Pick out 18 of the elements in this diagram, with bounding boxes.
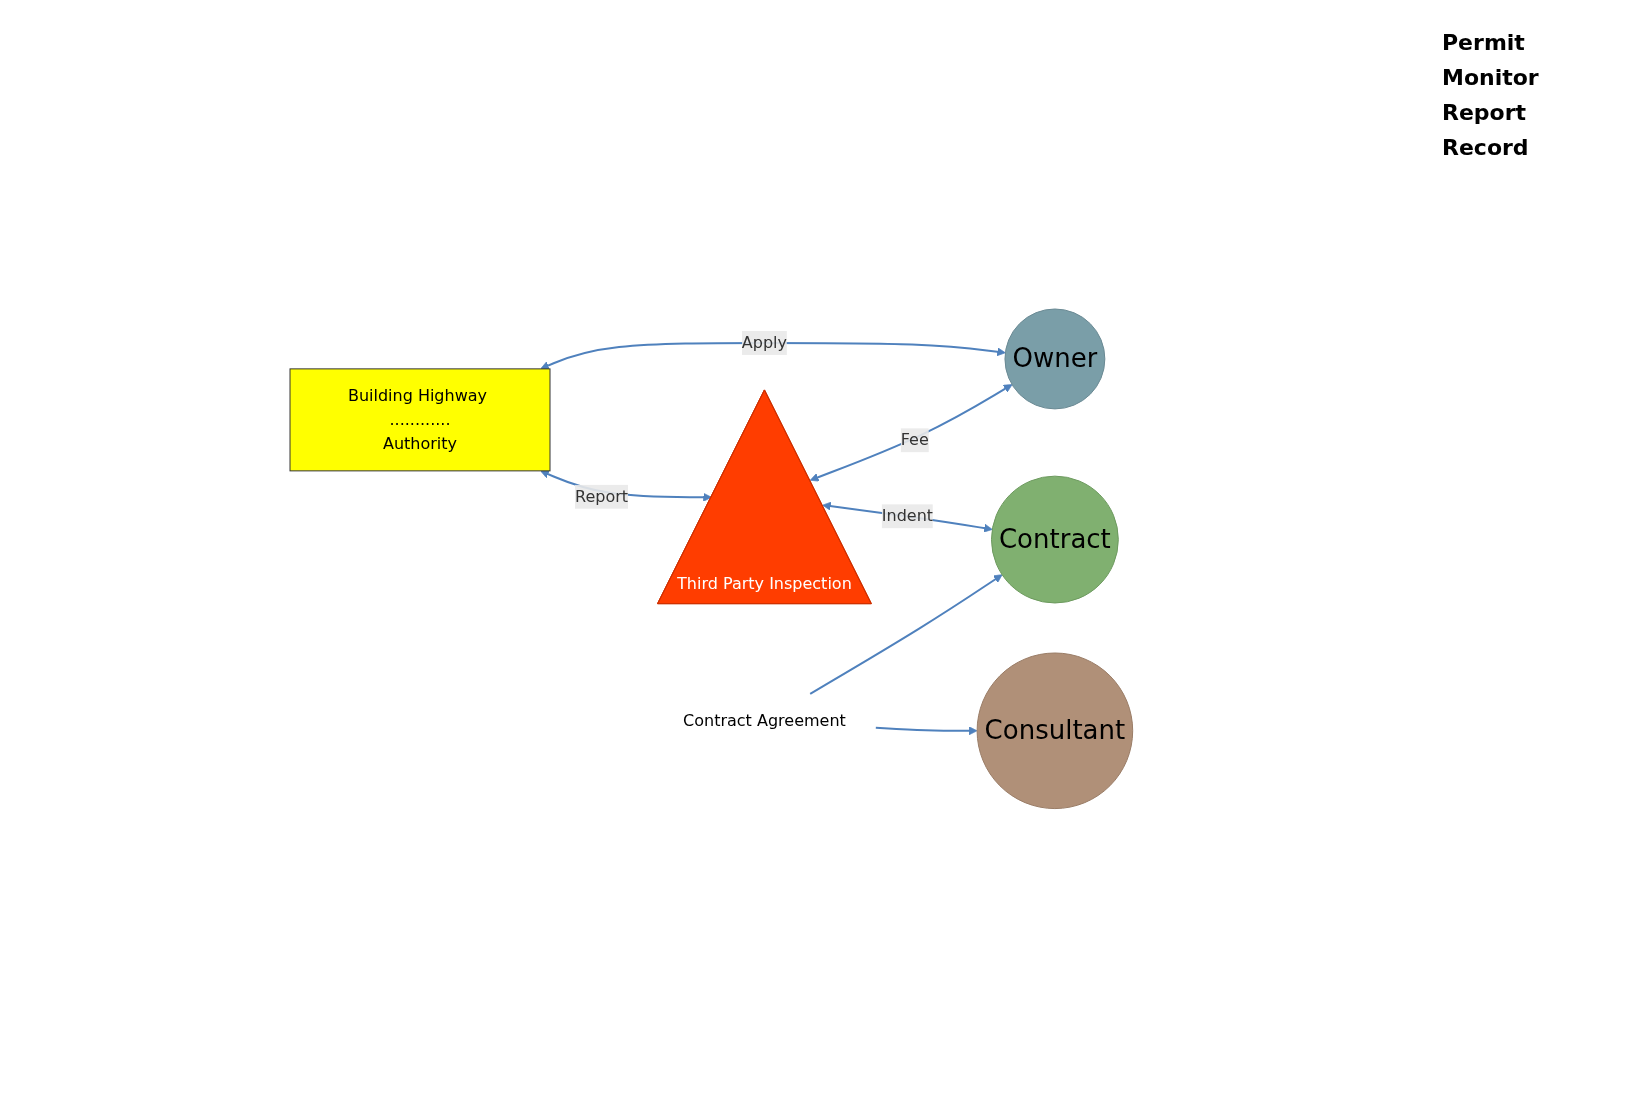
edge-label: Indent [881,505,933,525]
arrow [539,341,1006,370]
node-circle: Contract [990,475,1119,604]
note-label: Permit [1442,30,1526,55]
node-circle: Consultant [976,652,1133,809]
edge-label: Apply [741,332,787,352]
node-box: Building Highway ............ Authority [289,368,551,472]
note-label: Record [1442,135,1530,160]
edge-label: Report [574,486,628,506]
arrow [808,574,1003,695]
edge-label: Fee [900,430,929,450]
arrow [874,726,978,735]
node-text: Contract Agreement [682,710,846,730]
arrow [809,383,1013,482]
node-circle: Owner [1004,308,1105,410]
note-label: Report [1442,100,1528,125]
note-label: Monitor [1442,65,1540,90]
arrow [821,501,993,533]
